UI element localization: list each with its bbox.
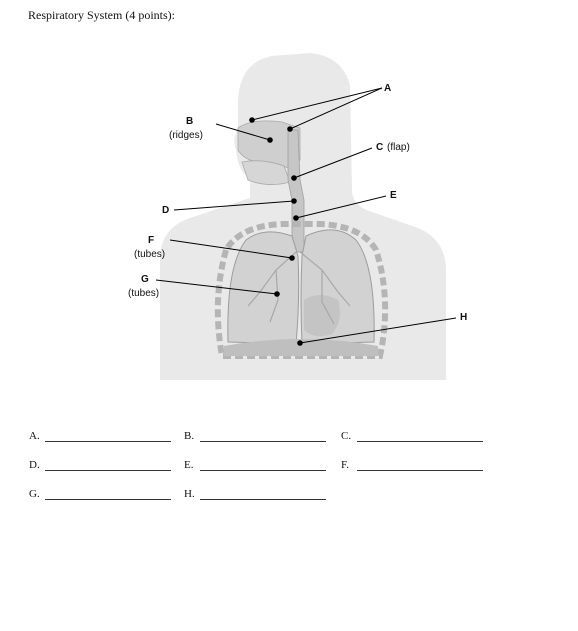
answer-f[interactable]: F.: [341, 459, 483, 471]
answer-e-letter: E.: [184, 459, 194, 471]
answer-h-blank[interactable]: [200, 488, 326, 500]
label-a: A: [384, 83, 391, 94]
diaphragm: [224, 339, 378, 356]
leader-lines: [155, 87, 457, 344]
label-g-note: (tubes): [128, 288, 159, 299]
page-title: Respiratory System (4 points):: [28, 8, 175, 22]
answer-d[interactable]: D.: [29, 459, 171, 471]
answer-b-letter: B.: [184, 430, 195, 442]
answer-c-blank[interactable]: [357, 430, 483, 442]
answer-f-letter: F.: [341, 459, 349, 471]
answer-f-blank[interactable]: [357, 459, 483, 471]
label-f: F: [148, 235, 154, 246]
answer-c[interactable]: C.: [341, 430, 483, 442]
answer-e-blank[interactable]: [200, 459, 326, 471]
pointer-dots: [249, 117, 303, 346]
answer-b-blank[interactable]: [200, 430, 326, 442]
answer-a[interactable]: A.: [29, 430, 171, 442]
rib-cage: [214, 221, 389, 359]
label-b-note: (ridges): [169, 130, 203, 141]
label-e: E: [390, 190, 397, 201]
answer-c-letter: C.: [341, 430, 352, 442]
label-d: D: [162, 205, 169, 216]
label-f-note: (tubes): [134, 249, 165, 260]
heart-shadow: [304, 295, 340, 337]
label-b: B: [186, 116, 193, 127]
respiratory-diagram: A B (ridges) C (flap) D E F (tubes) G (t…: [128, 53, 467, 380]
label-c: C: [376, 142, 383, 153]
answer-g-blank[interactable]: [45, 488, 171, 500]
answer-d-letter: D.: [29, 459, 40, 471]
bronchial-tree: [247, 251, 351, 325]
label-c-note: (flap): [387, 142, 410, 153]
label-h: H: [460, 312, 467, 323]
answer-a-blank[interactable]: [45, 430, 171, 442]
answer-a-letter: A.: [29, 430, 40, 442]
answer-g[interactable]: G.: [29, 488, 171, 500]
answer-d-blank[interactable]: [45, 459, 171, 471]
answer-b[interactable]: B.: [184, 430, 326, 442]
answer-h-letter: H.: [184, 488, 195, 500]
label-g: G: [141, 274, 149, 285]
answer-h[interactable]: H.: [184, 488, 326, 500]
answer-g-letter: G.: [29, 488, 40, 500]
answer-e[interactable]: E.: [184, 459, 326, 471]
